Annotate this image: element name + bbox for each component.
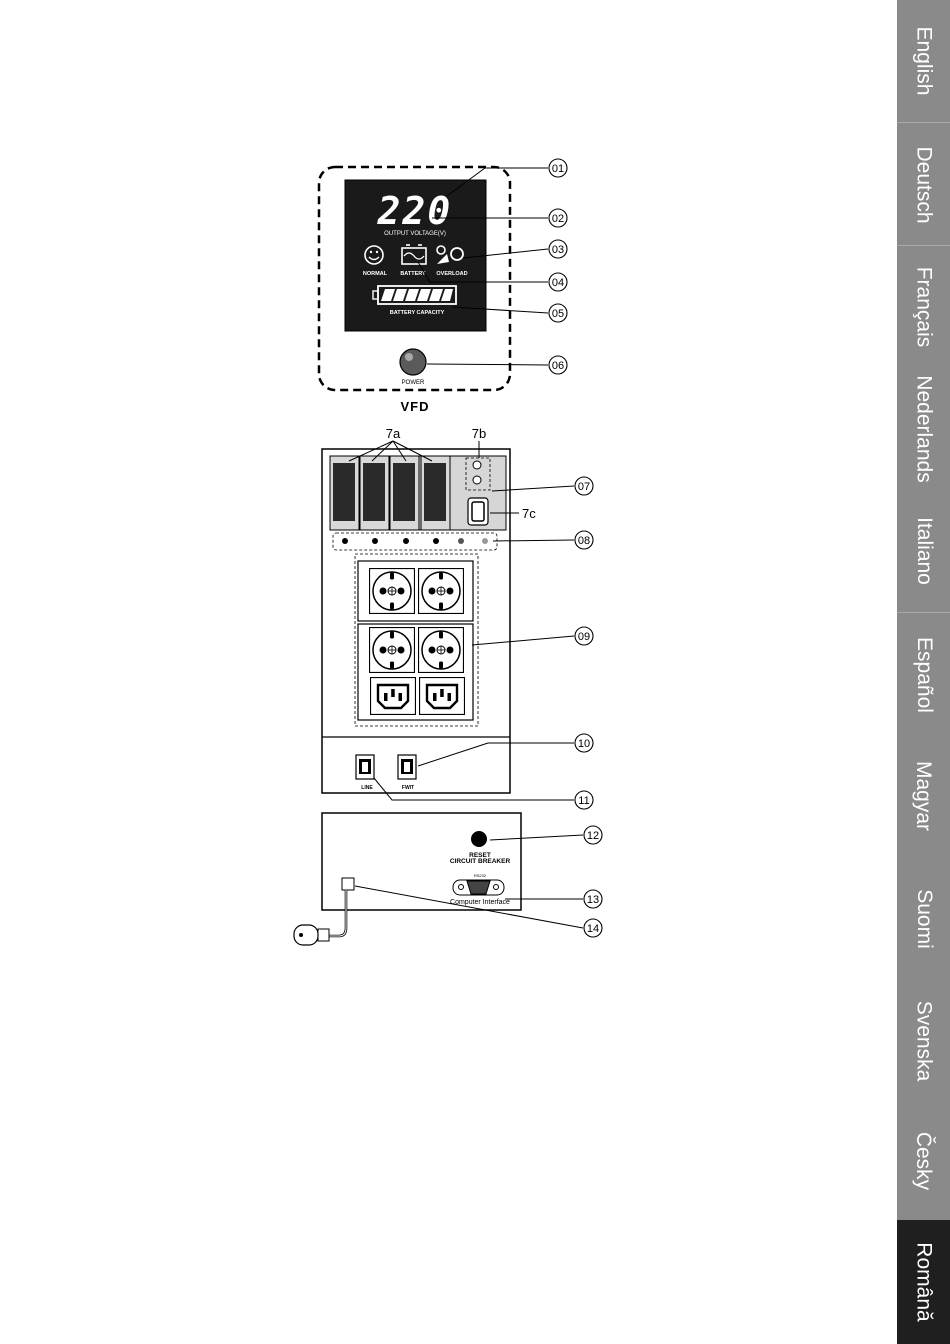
lang-label: Español bbox=[912, 637, 936, 713]
svg-text:13: 13 bbox=[587, 894, 599, 906]
svg-text:07: 07 bbox=[578, 481, 590, 493]
svg-text:10: 10 bbox=[578, 738, 590, 750]
lang-label: Română bbox=[912, 1242, 936, 1321]
lang-tab-francais[interactable]: Français bbox=[897, 245, 950, 368]
callout-01: 01 bbox=[549, 159, 567, 177]
callout-08: 08 bbox=[575, 531, 593, 549]
lang-label: Suomi bbox=[912, 889, 936, 949]
iec-outlet-icon bbox=[371, 678, 416, 715]
callout-10: 10 bbox=[575, 734, 593, 752]
callout-11: 11 bbox=[575, 791, 593, 809]
overload-label: OVERLOAD bbox=[436, 271, 467, 277]
lang-label: Nederlands bbox=[912, 375, 936, 482]
rs232-label: RS232 bbox=[474, 873, 487, 878]
line-socket[interactable] bbox=[356, 755, 374, 779]
svg-text:14: 14 bbox=[587, 923, 599, 935]
svg-text:06: 06 bbox=[552, 360, 564, 372]
svg-text:12: 12 bbox=[587, 830, 599, 842]
line-label: LINE bbox=[361, 785, 373, 791]
switch-7c[interactable] bbox=[468, 498, 488, 525]
svg-text:08: 08 bbox=[578, 535, 590, 547]
lang-tab-suomi[interactable]: Suomi bbox=[897, 857, 950, 980]
fwit-label: FWIT bbox=[402, 785, 414, 791]
circuit-breaker-label: CIRCUIT BREAKER bbox=[450, 858, 511, 865]
lang-tab-nederlands[interactable]: Nederlands bbox=[897, 367, 950, 490]
svg-text:09: 09 bbox=[578, 631, 590, 643]
schuko-outlet-icon bbox=[419, 569, 464, 614]
battery-label: BATTERY bbox=[400, 271, 426, 277]
lang-tab-espanol[interactable]: Español bbox=[897, 612, 950, 736]
rs232-port[interactable] bbox=[453, 880, 504, 895]
callout-03: 03 bbox=[549, 240, 567, 258]
fwit-socket[interactable] bbox=[398, 755, 416, 779]
lang-tab-svenska[interactable]: Svenska bbox=[897, 980, 950, 1102]
output-voltage-label: OUTPUT VOLTAGE(V) bbox=[384, 231, 446, 237]
callout-02: 02 bbox=[549, 209, 567, 227]
reset-button[interactable] bbox=[471, 831, 487, 847]
lang-label: Italiano bbox=[912, 517, 936, 585]
lang-label: Français bbox=[912, 267, 936, 348]
power-button[interactable] bbox=[400, 349, 426, 375]
callout-12: 12 bbox=[584, 826, 602, 844]
power-label: POWER bbox=[402, 380, 425, 386]
lang-label: Deutsch bbox=[912, 146, 936, 223]
lang-tab-english[interactable]: English bbox=[897, 0, 950, 122]
ups-diagram: 220 OUTPUT VOLTAGE(V) NORMAL BATTERY OVE… bbox=[0, 0, 897, 1344]
schuko-outlet-icon bbox=[370, 569, 415, 614]
lang-tab-magyar[interactable]: Magyar bbox=[897, 735, 950, 857]
callout-05: 05 bbox=[549, 304, 567, 322]
lang-tab-deutsch[interactable]: Deutsch bbox=[897, 122, 950, 246]
lang-label: Česky bbox=[912, 1132, 936, 1190]
schuko-outlet-icon bbox=[419, 628, 464, 673]
svg-text:02: 02 bbox=[552, 213, 564, 225]
callout-04: 04 bbox=[549, 273, 567, 291]
schuko-outlet-icon bbox=[370, 628, 415, 673]
callout-07: 07 bbox=[575, 477, 593, 495]
vfd-caption: VFD bbox=[401, 399, 430, 414]
lang-tab-romana[interactable]: Română bbox=[897, 1220, 950, 1344]
lang-label: Svenska bbox=[912, 1001, 936, 1082]
normal-label: NORMAL bbox=[363, 271, 388, 277]
lang-tab-cesky[interactable]: Česky bbox=[897, 1102, 950, 1220]
lang-label: English bbox=[912, 27, 936, 96]
language-sidebar: English Deutsch Français Nederlands Ital… bbox=[897, 0, 950, 1344]
callout-14: 14 bbox=[584, 919, 602, 937]
voltage-readout: 220 bbox=[377, 189, 453, 233]
circuit-breakers-7a bbox=[330, 456, 450, 530]
lang-label: Magyar bbox=[912, 761, 936, 831]
label-7b: 7b bbox=[472, 426, 486, 441]
lang-tab-italiano[interactable]: Italiano bbox=[897, 490, 950, 612]
svg-text:04: 04 bbox=[552, 277, 564, 289]
svg-text:01: 01 bbox=[552, 163, 564, 175]
svg-text:11: 11 bbox=[578, 795, 589, 807]
svg-text:05: 05 bbox=[552, 308, 564, 320]
svg-text:03: 03 bbox=[552, 244, 564, 256]
callout-09: 09 bbox=[575, 627, 593, 645]
callout-13: 13 bbox=[584, 890, 602, 908]
iec-outlet-icon bbox=[420, 678, 465, 715]
callout-06: 06 bbox=[549, 356, 567, 374]
battery-capacity-label: BATTERY CAPACITY bbox=[390, 310, 445, 316]
label-7c: 7c bbox=[522, 506, 536, 521]
label-7a: 7a bbox=[386, 426, 401, 441]
